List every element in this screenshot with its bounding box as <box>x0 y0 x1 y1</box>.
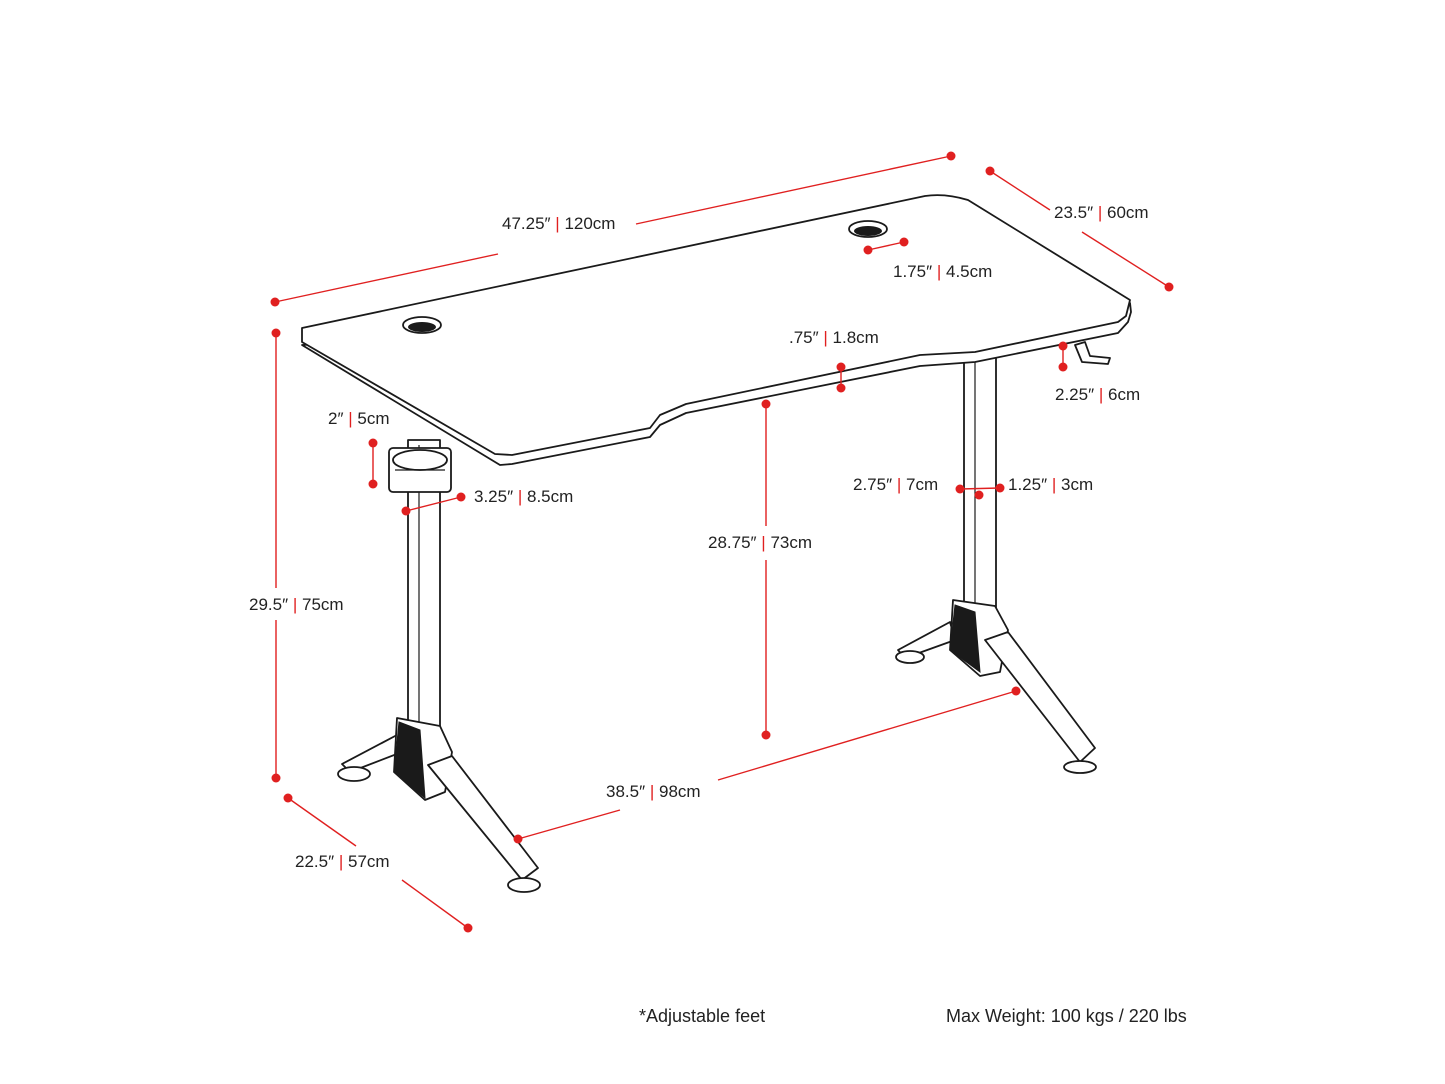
right-leg <box>895 354 1097 774</box>
leg-width-label: 2.75″ | 7cm <box>853 475 938 494</box>
grommet-label: 1.75″ | 4.5cm <box>893 262 992 281</box>
cup-holder-height-label: 2″ | 5cm <box>328 409 389 428</box>
leg-span-label: 38.5″ | 98cm <box>606 782 701 801</box>
left-leg <box>337 439 541 893</box>
adjustable-feet-note: *Adjustable feet <box>639 1006 765 1026</box>
desk-depth-label: 23.5″ | 60cm <box>1054 203 1149 222</box>
desktop <box>301 194 1132 466</box>
desk-width-label: 47.25″ | 120cm <box>502 214 615 233</box>
foot-depth-label: 22.5″ | 57cm <box>295 852 390 871</box>
max-weight-note: Max Weight: 100 kgs / 220 lbs <box>946 1006 1187 1026</box>
dimension-lines <box>270 151 1174 933</box>
cup-holder <box>388 447 452 493</box>
clearance-height-label: 28.75″ | 73cm <box>708 533 812 552</box>
cup-holder-diameter-label: 3.25″ | 8.5cm <box>474 487 573 506</box>
total-height-label: 29.5″ | 75cm <box>249 595 344 614</box>
top-thickness-label: .75″ | 1.8cm <box>789 328 879 347</box>
hook-label: 2.25″ | 6cm <box>1055 385 1140 404</box>
leg-depth-label: 1.25″ | 3cm <box>1008 475 1093 494</box>
headphone-hook <box>1074 341 1111 365</box>
